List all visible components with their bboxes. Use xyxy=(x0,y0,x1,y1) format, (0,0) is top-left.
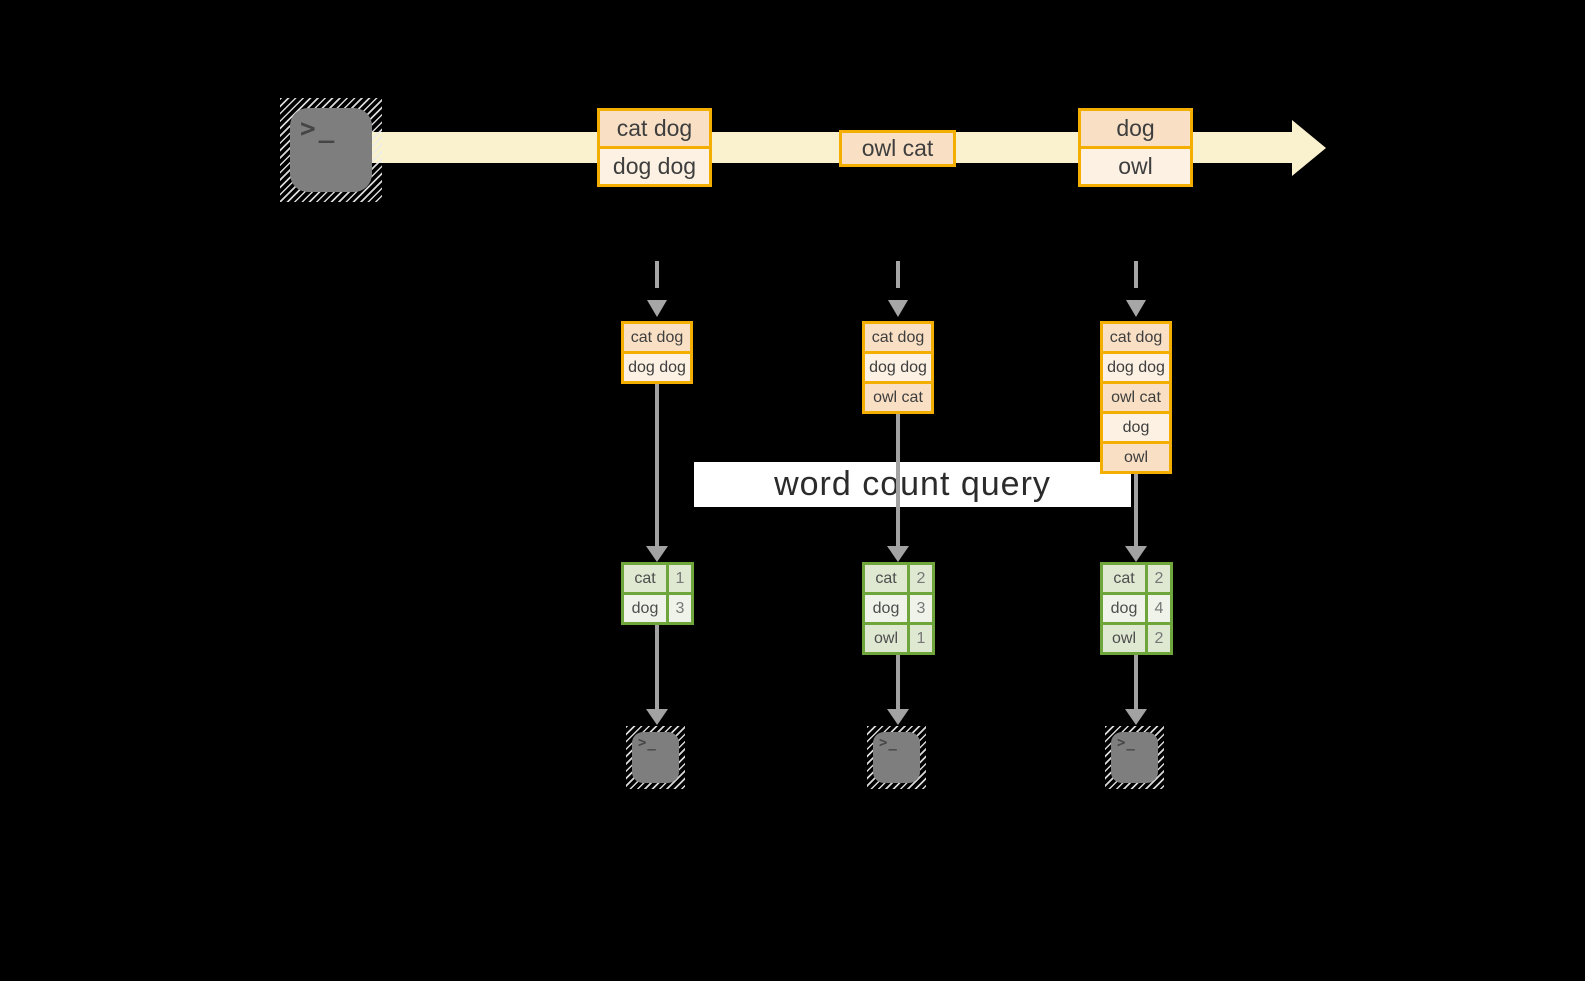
count-table-3: cat 2 dog 4 owl 2 xyxy=(1100,562,1173,655)
event-line: dog dog xyxy=(600,149,709,184)
event-line: owl cat xyxy=(842,133,953,164)
count-value: 3 xyxy=(910,595,932,622)
terminal-prompt-icon: >_ xyxy=(1117,735,1136,751)
count-row: dog 4 xyxy=(1103,595,1170,625)
output-terminal-1-icon: >_ xyxy=(632,732,679,783)
stream-event-1: cat dog dog dog xyxy=(597,108,712,187)
count-row: cat 2 xyxy=(1103,565,1170,595)
ingest-arrowhead-1-icon xyxy=(647,300,667,317)
ingest-arrow-dash-1 xyxy=(655,261,659,288)
count-value: 2 xyxy=(1148,565,1170,592)
ingest-arrow-dash-3 xyxy=(1134,261,1138,288)
connector-line xyxy=(896,414,900,546)
event-line: cat dog xyxy=(600,111,709,149)
stream-event-3: dog owl xyxy=(1078,108,1193,187)
count-row: cat 2 xyxy=(865,565,932,595)
connector-arrowhead-icon xyxy=(887,546,909,562)
connector-line xyxy=(1134,655,1138,709)
source-terminal-icon: >_ xyxy=(290,108,372,192)
query-label-text: word count query xyxy=(774,465,1051,503)
count-value: 1 xyxy=(669,565,691,592)
connector-line xyxy=(1134,474,1138,546)
count-table-1: cat 1 dog 3 xyxy=(621,562,694,625)
count-row: dog 3 xyxy=(865,595,932,625)
count-value: 1 xyxy=(910,625,932,652)
count-row: dog 3 xyxy=(624,595,691,622)
ingest-arrow-dash-2 xyxy=(896,261,900,288)
terminal-prompt-icon: >_ xyxy=(300,114,338,144)
buffer-record: dog dog xyxy=(865,354,931,384)
buffer-record: dog dog xyxy=(624,354,690,381)
connector-line xyxy=(655,384,659,546)
count-value: 2 xyxy=(910,565,932,592)
event-line: dog xyxy=(1081,111,1190,149)
connector-arrowhead-icon xyxy=(1125,709,1147,725)
count-table-2: cat 2 dog 3 owl 1 xyxy=(862,562,935,655)
connector-arrowhead-icon xyxy=(887,709,909,725)
record-buffer-1: cat dog dog dog xyxy=(621,321,693,384)
connector-arrowhead-icon xyxy=(646,546,668,562)
buffer-record: cat dog xyxy=(865,324,931,354)
count-value: 4 xyxy=(1148,595,1170,622)
count-row: owl 1 xyxy=(865,625,932,652)
terminal-prompt-icon: >_ xyxy=(638,735,657,751)
count-word: cat xyxy=(1103,565,1148,592)
terminal-prompt-icon: >_ xyxy=(879,735,898,751)
output-terminal-2-icon: >_ xyxy=(873,732,920,783)
buffer-record: owl cat xyxy=(865,384,931,411)
count-word: cat xyxy=(865,565,910,592)
buffer-record: cat dog xyxy=(624,324,690,354)
count-word: cat xyxy=(624,565,669,592)
buffer-record: owl xyxy=(1103,444,1169,471)
buffer-record: cat dog xyxy=(1103,324,1169,354)
count-value: 3 xyxy=(669,595,691,622)
stream-arrowhead-icon xyxy=(1292,120,1326,176)
stream-event-2: owl cat xyxy=(839,130,956,167)
output-terminal-3-icon: >_ xyxy=(1111,732,1158,783)
connector-arrowhead-icon xyxy=(1125,546,1147,562)
count-row: owl 2 xyxy=(1103,625,1170,652)
count-value: 2 xyxy=(1148,625,1170,652)
record-buffer-3: cat dog dog dog owl cat dog owl xyxy=(1100,321,1172,474)
count-word: owl xyxy=(865,625,910,652)
count-row: cat 1 xyxy=(624,565,691,595)
ingest-arrowhead-3-icon xyxy=(1126,300,1146,317)
count-word: dog xyxy=(865,595,910,622)
event-line: owl xyxy=(1081,149,1190,184)
connector-line xyxy=(655,625,659,709)
record-buffer-2: cat dog dog dog owl cat xyxy=(862,321,934,414)
ingest-arrowhead-2-icon xyxy=(888,300,908,317)
query-label: word count query xyxy=(694,462,1131,507)
count-word: dog xyxy=(624,595,669,622)
buffer-record: owl cat xyxy=(1103,384,1169,414)
count-word: owl xyxy=(1103,625,1148,652)
connector-line xyxy=(896,655,900,709)
buffer-record: dog dog xyxy=(1103,354,1169,384)
connector-arrowhead-icon xyxy=(646,709,668,725)
count-word: dog xyxy=(1103,595,1148,622)
buffer-record: dog xyxy=(1103,414,1169,444)
